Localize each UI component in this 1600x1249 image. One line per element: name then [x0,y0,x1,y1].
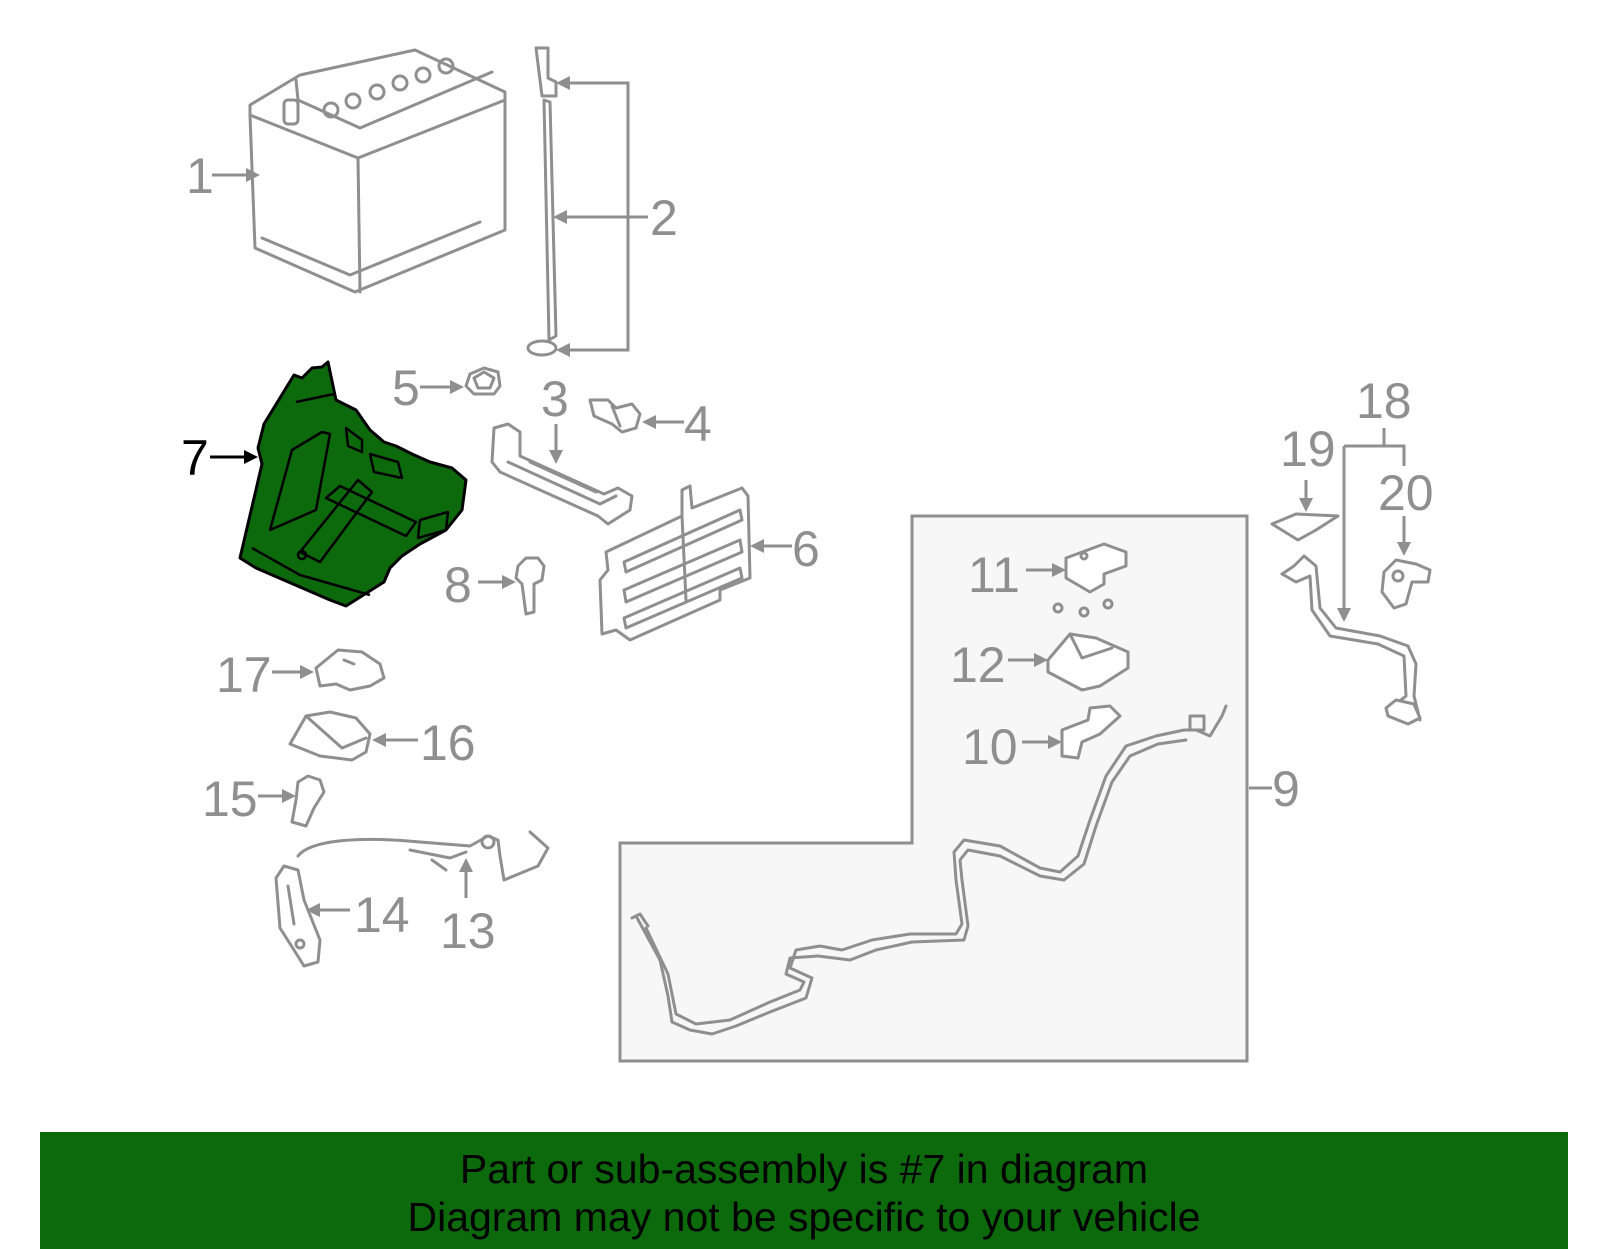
callout-1[interactable]: 1 [186,148,214,204]
callout-5[interactable]: 5 [392,360,420,416]
part-19-clip[interactable] [1270,512,1340,542]
leader-19 [1299,480,1313,512]
leader-2 [553,76,648,357]
part-3-bracket[interactable] [490,422,634,526]
leader-6 [750,539,792,553]
leader-12 [1008,653,1048,667]
part-16[interactable] [288,710,372,762]
leader-16 [372,733,418,747]
part-1-battery[interactable] [248,48,507,294]
part-11[interactable] [1064,542,1128,594]
part-13-harness[interactable] [296,830,550,882]
callout-14[interactable]: 14 [354,887,410,943]
leader-7 [210,450,258,464]
leader-18 [1337,428,1406,622]
part-17[interactable] [314,648,386,692]
leader-5 [420,380,464,394]
leader-10 [1022,735,1062,749]
banner-line-2: Diagram may not be specific to your vehi… [407,1194,1201,1240]
callout-3[interactable]: 3 [541,371,569,427]
callout-10[interactable]: 10 [962,719,1018,775]
callout-8[interactable]: 8 [444,557,472,613]
part-14-bracket[interactable] [274,864,322,968]
callout-19[interactable]: 19 [1280,421,1336,477]
part-11-nuts [1052,598,1114,618]
part-4-bolt[interactable] [588,398,642,434]
callout-6[interactable]: 6 [792,521,820,577]
leader-13 [459,858,473,898]
part-15-clip[interactable] [290,774,326,828]
callout-11[interactable]: 11 [968,547,1020,603]
callout-13[interactable]: 13 [440,903,496,959]
part-5-nut[interactable] [464,366,502,396]
part-7-battery-tray[interactable] [238,360,468,608]
leader-15 [258,789,296,803]
part-18-ground-cable[interactable] [1280,554,1422,726]
callout-17[interactable]: 17 [216,647,272,703]
leader-1 [212,168,260,182]
leader-4 [642,415,684,429]
leader-17 [272,665,314,679]
callout-20[interactable]: 20 [1378,465,1434,521]
callout-2[interactable]: 2 [650,190,678,246]
part-2-hold-down-rod[interactable] [526,46,558,357]
callout-16[interactable]: 16 [420,715,476,771]
leader-14 [306,903,350,917]
part-6-plate[interactable] [598,484,752,642]
part-8-bolt[interactable] [514,556,546,616]
banner-line-1: Part or sub-assembly is #7 in diagram [459,1146,1149,1192]
part-10[interactable] [1060,704,1122,760]
callout-12[interactable]: 12 [950,637,1006,693]
part-20-terminal[interactable] [1380,558,1432,610]
part-12[interactable] [1046,632,1130,692]
leader-11 [1026,563,1066,577]
callout-15[interactable]: 15 [202,771,258,827]
info-banner: Part or sub-assembly is #7 in diagram Di… [40,1132,1568,1249]
callout-7[interactable]: 7 [181,430,209,486]
callout-4[interactable]: 4 [684,396,712,452]
callout-18[interactable]: 18 [1356,373,1412,429]
leader-20 [1397,516,1411,556]
leader-3 [549,424,563,464]
callout-9[interactable]: 9 [1272,761,1300,817]
leader-8 [478,575,516,589]
